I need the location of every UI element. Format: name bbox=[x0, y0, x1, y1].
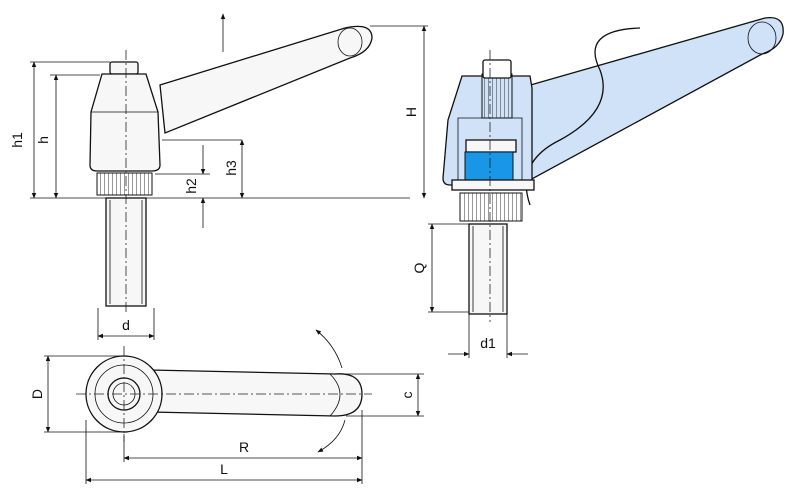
dim-label-h1: h1 bbox=[9, 132, 25, 148]
side-view-hub bbox=[89, 73, 161, 172]
top-view: D c R L bbox=[29, 329, 424, 484]
top-view-handle-arm bbox=[149, 369, 363, 417]
dim-label-h2: h2 bbox=[183, 178, 199, 194]
side-view-knurled-ring bbox=[96, 172, 153, 196]
section-view-stud bbox=[468, 223, 508, 315]
dim-label-D: D bbox=[29, 389, 45, 399]
section-view-knurled-ring bbox=[459, 192, 523, 222]
side-view-lever-arm bbox=[159, 25, 373, 134]
dim-label-H: H bbox=[403, 107, 419, 117]
dim-label-R: R bbox=[239, 439, 249, 455]
dim-label-L: L bbox=[220, 461, 228, 477]
section-view: Q d1 bbox=[411, 16, 784, 358]
section-view-top-cap bbox=[482, 59, 512, 79]
rotation-arrow-upper bbox=[315, 329, 343, 369]
section-view-spring-block bbox=[464, 151, 514, 181]
side-view-top-cap bbox=[109, 61, 139, 75]
side-view-lever-tip bbox=[337, 27, 363, 57]
section-view-insert bbox=[481, 73, 513, 119]
side-view: h1 h h2 h3 H d bbox=[9, 13, 428, 340]
dim-label-h: h bbox=[35, 136, 51, 144]
rotation-arrow-lower bbox=[317, 419, 346, 453]
dim-label-d: d bbox=[122, 317, 130, 333]
dim-label-d1: d1 bbox=[480, 335, 496, 351]
dim-label-h3: h3 bbox=[223, 160, 239, 176]
dim-label-Q: Q bbox=[411, 262, 427, 273]
dim-label-c: c bbox=[399, 392, 415, 399]
section-view-lever-arm bbox=[519, 16, 784, 182]
